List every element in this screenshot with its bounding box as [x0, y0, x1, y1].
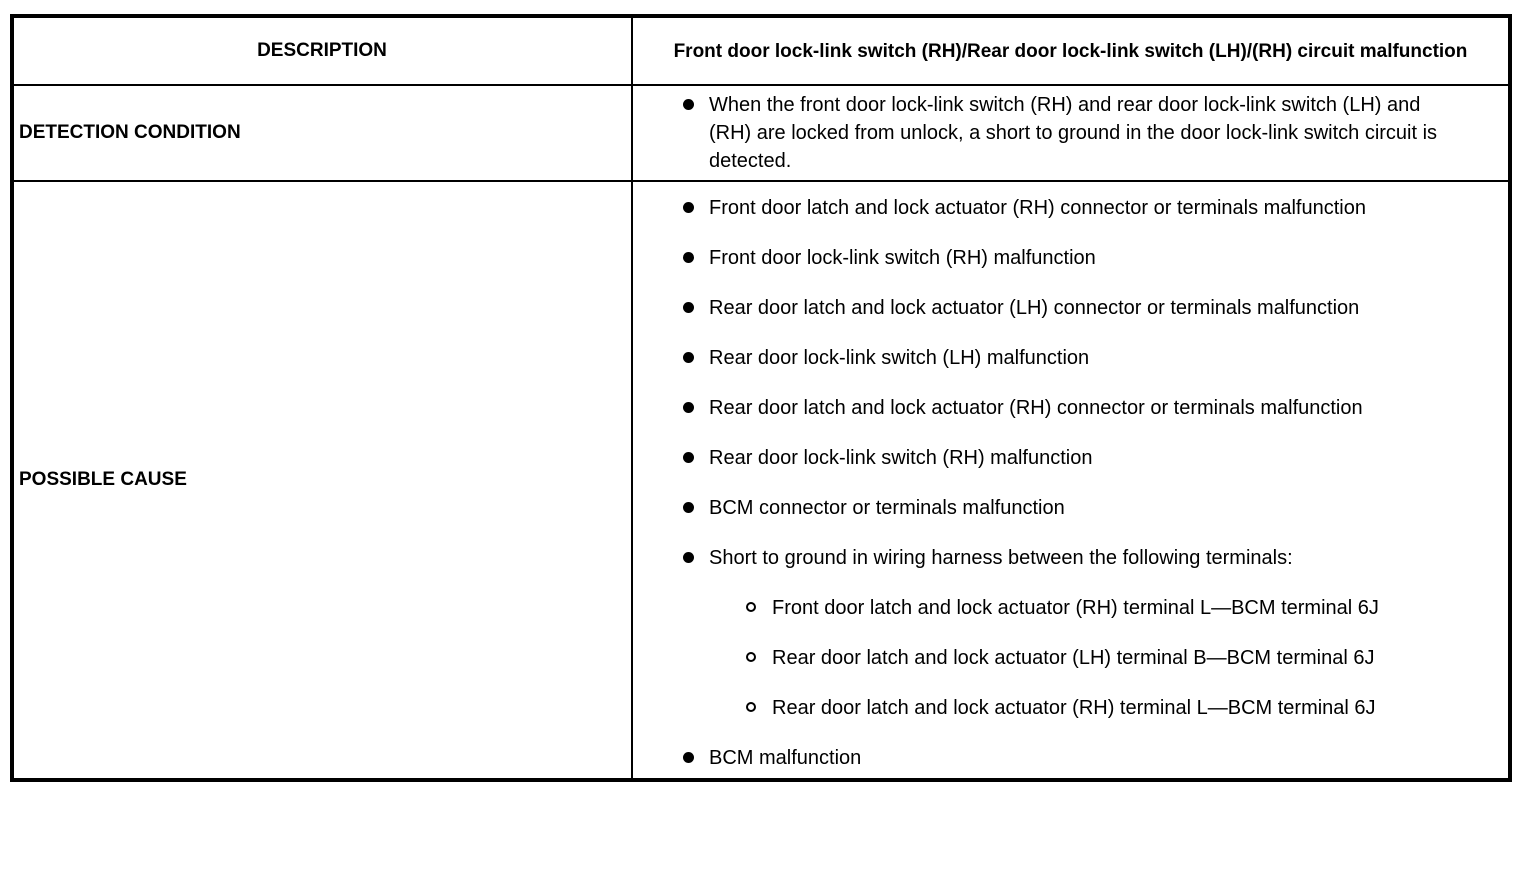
- cause-item: Rear door latch and lock actuator (RH) c…: [633, 394, 1500, 422]
- cause-item: Short to ground in wiring harness betwee…: [633, 544, 1500, 572]
- cause-item-text: Short to ground in wiring harness betwee…: [709, 547, 1293, 569]
- bullet-icon: [683, 752, 694, 763]
- possible-cause-content-cell: Front door latch and lock actuator (RH) …: [631, 180, 1511, 781]
- circle-bullet-icon: [746, 702, 756, 712]
- cause-item: Front door lock-link switch (RH) malfunc…: [633, 244, 1500, 272]
- cause-subitem-text: Rear door latch and lock actuator (RH) t…: [772, 697, 1376, 719]
- cause-item-text: Front door lock-link switch (RH) malfunc…: [709, 247, 1096, 269]
- circle-bullet-icon: [746, 602, 756, 612]
- detection-condition-label-cell: DETECTION CONDITION: [11, 84, 633, 182]
- detection-item-text: When the front door lock-link switch (RH…: [709, 94, 1438, 172]
- cause-item-text: Rear door latch and lock actuator (RH) c…: [709, 397, 1363, 419]
- bullet-icon: [683, 252, 694, 263]
- cause-item: BCM malfunction: [633, 744, 1500, 772]
- cause-item-text: Front door latch and lock actuator (RH) …: [709, 197, 1366, 219]
- detection-condition-row: DETECTION CONDITION When the front door …: [11, 84, 1511, 182]
- bullet-icon: [683, 99, 694, 110]
- cause-subitem: Rear door latch and lock actuator (RH) t…: [633, 694, 1500, 722]
- cause-item: Rear door lock-link switch (RH) malfunct…: [633, 444, 1500, 472]
- possible-cause-label-cell: POSSIBLE CAUSE: [11, 180, 633, 781]
- cause-item: Front door latch and lock actuator (RH) …: [633, 194, 1500, 222]
- cause-item: Rear door latch and lock actuator (LH) c…: [633, 294, 1500, 322]
- header-row: DESCRIPTION Front door lock-link switch …: [11, 15, 1511, 86]
- circle-bullet-icon: [746, 652, 756, 662]
- cause-item: BCM connector or terminals malfunction: [633, 494, 1500, 522]
- cause-subitem-text: Rear door latch and lock actuator (LH) t…: [772, 647, 1375, 669]
- bullet-icon: [683, 452, 694, 463]
- cause-item-text: Rear door latch and lock actuator (LH) c…: [709, 297, 1360, 319]
- cause-item-text: Rear door lock-link switch (RH) malfunct…: [709, 447, 1093, 469]
- bullet-icon: [683, 352, 694, 363]
- cause-item-text: Rear door lock-link switch (LH) malfunct…: [709, 347, 1090, 369]
- possible-cause-row: POSSIBLE CAUSE Front door latch and lock…: [11, 180, 1511, 781]
- bullet-icon: [683, 402, 694, 413]
- detection-item: When the front door lock-link switch (RH…: [633, 91, 1500, 175]
- bullet-icon: [683, 202, 694, 213]
- dtc-description-table: DESCRIPTION Front door lock-link switch …: [10, 14, 1512, 782]
- detection-condition-content-cell: When the front door lock-link switch (RH…: [631, 84, 1511, 182]
- cause-subitem: Rear door latch and lock actuator (LH) t…: [633, 644, 1500, 672]
- malfunction-title-cell: Front door lock-link switch (RH)/Rear do…: [631, 15, 1511, 86]
- description-header-cell: DESCRIPTION: [11, 15, 633, 86]
- bullet-icon: [683, 502, 694, 513]
- bullet-icon: [683, 552, 694, 563]
- cause-subitem: Front door latch and lock actuator (RH) …: [633, 594, 1500, 622]
- cause-item-text: BCM connector or terminals malfunction: [709, 497, 1065, 519]
- bullet-icon: [683, 302, 694, 313]
- cause-item-text: BCM malfunction: [709, 747, 862, 769]
- cause-subitem-text: Front door latch and lock actuator (RH) …: [772, 597, 1379, 619]
- cause-item: Rear door lock-link switch (LH) malfunct…: [633, 344, 1500, 372]
